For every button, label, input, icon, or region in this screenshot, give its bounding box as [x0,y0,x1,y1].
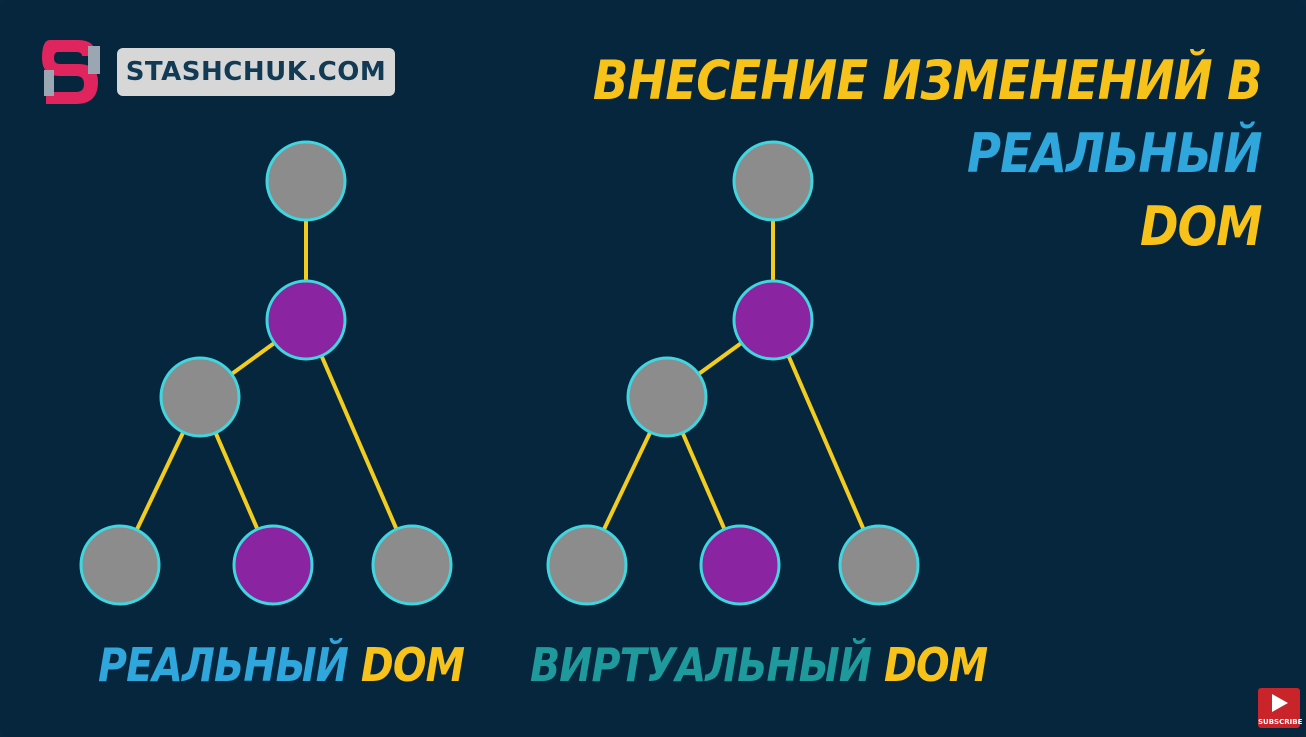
slide-headline: ВНЕСЕНИЕ ИЗМЕНЕНИЙ В РЕАЛЬНЫЙ DOM [593,44,1263,263]
brand-badge[interactable]: STASHCHUK.COM [117,48,395,96]
subscribe-label: SUBSCRIBE [1258,718,1303,726]
brand-site-name: STASHCHUK.COM [125,57,387,87]
tree-virtual-node-inner [626,356,708,438]
caption-virtual-word: ВИРТУАЛЬНЫЙ [530,638,872,692]
tree-virtual-node-root [732,140,814,222]
play-icon [1272,694,1288,712]
youtube-subscribe-button[interactable]: SUBSCRIBE [1258,688,1303,728]
headline-line-3: DOM [1140,195,1263,258]
tree-virtual-node-leaf-mid [699,524,781,606]
caption-virtual-dom-word: DOM [884,638,988,692]
tree-real-node-leaf-left [79,524,161,606]
tree-real-node-leaf-mid [232,524,314,606]
caption-real-dom-word: DOM [360,638,465,692]
tree-real-node-root [265,140,347,222]
headline-line-2: РЕАЛЬНЫЙ [967,122,1263,185]
tree-virtual-node-leaf-left [546,524,628,606]
tree-virtual-edge-child-leaf-right [771,319,881,566]
tree-real-edge-child-leaf-right [304,319,414,566]
tree-real-node-leaf-right [371,524,453,606]
caption-real-word: РЕАЛЬНЫЙ [98,638,349,692]
stashchuk-logo-icon [42,40,100,104]
headline-line-1: ВНЕСЕНИЕ ИЗМЕНЕНИЙ В [593,49,1263,112]
caption-virtual-dom: ВИРТУАЛЬНЫЙ DOM [530,638,988,692]
tree-virtual-node-leaf-right [838,524,920,606]
tree-real-node-child [265,279,347,361]
caption-real-dom: РЕАЛЬНЫЙ DOM [98,638,465,692]
tree-virtual-node-child [732,279,814,361]
tree-real-node-inner [159,356,241,438]
